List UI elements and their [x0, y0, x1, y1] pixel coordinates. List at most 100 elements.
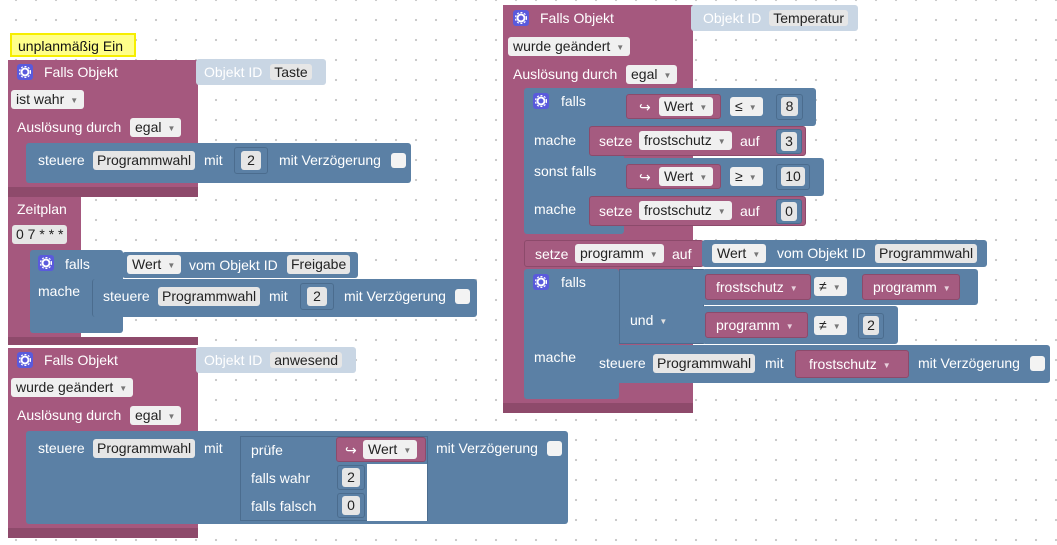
object-id-value[interactable]: Freigabe [287, 255, 351, 274]
value-dropdown[interactable]: Wert▼ [363, 440, 418, 459]
delay-checkbox[interactable] [391, 153, 406, 168]
logic-block[interactable]: und▼ [619, 269, 704, 344]
gear-icon[interactable] [17, 352, 33, 368]
ausloesung-dropdown[interactable]: egal▼ [130, 406, 182, 425]
gear-icon[interactable] [17, 64, 33, 80]
set-value[interactable]: 0 [781, 202, 797, 221]
chevron-down-icon: ▼ [403, 446, 412, 455]
gear-icon[interactable] [513, 10, 529, 26]
get-variable-block[interactable]: ↪ Wert▼ [626, 94, 721, 119]
condition-dropdown[interactable]: ist wahr▼ [11, 90, 85, 109]
do-label: mache [534, 349, 577, 365]
control-label: steuere [38, 152, 85, 168]
compare-value[interactable]: 2 [863, 316, 879, 335]
return-arrow-icon: ↪ [345, 442, 357, 458]
control-value[interactable]: 2 [307, 287, 327, 306]
get-variable-block[interactable]: frostschutz▼ [795, 350, 909, 378]
value-dropdown[interactable]: Wert▼ [659, 167, 714, 186]
value-dropdown[interactable]: Wert▼ [712, 244, 767, 263]
true-value[interactable]: 2 [342, 468, 360, 487]
get-variable-block[interactable]: programm▼ [705, 312, 808, 338]
set-label: setze [599, 203, 633, 219]
value-dropdown[interactable]: Wert▼ [127, 255, 182, 274]
value-slot: 3 [776, 129, 802, 154]
delay-checkbox[interactable] [547, 441, 562, 456]
block-bottom-bar [503, 403, 693, 413]
operator-dropdown[interactable]: ≠▼ [814, 316, 847, 335]
compare-value[interactable]: 8 [781, 97, 798, 116]
get-value-block[interactable]: Wert▼ vom Objekt ID Freigabe [122, 252, 358, 278]
variable-dropdown[interactable]: programm▼ [575, 244, 664, 263]
control-block[interactable]: steuere Programmwahl mit 2 mit Verzögeru… [92, 279, 477, 317]
get-variable-block[interactable]: frostschutz▼ [705, 274, 811, 300]
control-target[interactable]: Programmwahl [653, 354, 756, 373]
false-value[interactable]: 0 [342, 496, 360, 515]
object-id-input-anwesend[interactable]: Objekt ID anwesend [196, 347, 356, 373]
auf-label: auf [672, 246, 692, 262]
chevron-down-icon: ▼ [70, 96, 79, 105]
control-label: steuere [599, 355, 646, 371]
condition-dropdown[interactable]: wurde geändert▼ [11, 378, 134, 397]
delay-checkbox[interactable] [455, 289, 470, 304]
control-target[interactable]: Programmwahl [158, 287, 261, 306]
operator-dropdown[interactable]: ≤▼ [730, 97, 763, 116]
control-label: steuere [38, 440, 85, 456]
compare-block-3[interactable]: frostschutz▼ ≠▼ programm▼ [702, 269, 978, 305]
compare-block-4[interactable]: programm▼ ≠▼ 2 [702, 306, 898, 344]
variable-dropdown[interactable]: frostschutz▼ [711, 278, 804, 297]
variable-dropdown[interactable]: programm▼ [711, 316, 800, 335]
block-title: Falls Objekt [44, 64, 118, 80]
check-label: prüfe [251, 442, 283, 458]
get-variable-block[interactable]: programm▼ [862, 274, 960, 300]
control-target[interactable]: Programmwahl [93, 439, 196, 458]
cron-field[interactable]: 0 7 * * * [12, 225, 68, 244]
set-variable-block[interactable]: setze frostschutz▼ auf 3 [589, 126, 806, 156]
get-value-block[interactable]: Wert▼ vom Objekt ID Programmwahl [702, 240, 987, 267]
ausloesung-dropdown[interactable]: egal▼ [626, 65, 678, 84]
condition-dropdown[interactable]: wurde geändert▼ [508, 37, 631, 56]
auf-label: auf [740, 203, 760, 219]
variable-dropdown[interactable]: frostschutz▼ [639, 201, 732, 220]
logic-dropdown[interactable]: und▼ [625, 311, 674, 330]
chevron-down-icon: ▼ [699, 173, 708, 182]
object-id-value[interactable]: anwesend [270, 352, 343, 368]
object-id-input-taste[interactable]: Objekt ID Taste [196, 59, 326, 85]
value-slot: 0 [776, 199, 802, 224]
compare-block-2[interactable]: ↪ Wert▼ ≥▼ 10 [620, 158, 824, 196]
compare-value[interactable]: 10 [781, 167, 805, 186]
set-label: setze [599, 133, 633, 149]
delay-checkbox[interactable] [1030, 356, 1045, 371]
if-block-2[interactable]: falls mache [524, 269, 619, 399]
set-variable-block[interactable]: setze frostschutz▼ auf 0 [589, 196, 806, 226]
delay-label: mit Verzögerung [918, 355, 1020, 371]
object-id-value[interactable]: Programmwahl [875, 244, 978, 263]
chevron-down-icon: ▼ [789, 284, 798, 293]
object-id-input-temperatur[interactable]: Objekt ID Temperatur [691, 5, 858, 31]
set-variable-block-programm[interactable]: setze programm▼ auf [524, 240, 704, 267]
set-value[interactable]: 3 [781, 132, 797, 151]
chevron-down-icon: ▼ [167, 124, 176, 133]
compare-block-1[interactable]: ↪ Wert▼ ≤▼ 8 [620, 88, 816, 126]
variable-dropdown[interactable]: programm▼ [868, 278, 957, 297]
ternary-empty-area [367, 464, 427, 521]
ausloesung-dropdown[interactable]: egal▼ [130, 118, 182, 137]
object-id-value[interactable]: Taste [270, 64, 312, 80]
control-block[interactable]: steuere Programmwahl mit 2 mit Verzögeru… [26, 143, 411, 183]
gear-icon[interactable] [533, 274, 549, 290]
ternary-block[interactable]: prüfe falls wahr falls falsch [240, 436, 428, 521]
get-variable-block[interactable]: ↪ Wert▼ [626, 164, 721, 189]
gear-icon[interactable] [38, 255, 54, 271]
operator-dropdown[interactable]: ≠▼ [814, 277, 847, 296]
gear-icon[interactable] [533, 93, 549, 109]
variable-dropdown[interactable]: frostschutz▼ [639, 131, 732, 150]
object-id-value[interactable]: Temperatur [769, 10, 849, 26]
control-target[interactable]: Programmwahl [93, 151, 196, 170]
operator-dropdown[interactable]: ≥▼ [730, 167, 763, 186]
value-slot: 8 [776, 94, 803, 120]
comment-note[interactable]: unplanmäßig Ein [10, 33, 136, 57]
variable-dropdown[interactable]: frostschutz▼ [804, 355, 897, 374]
get-variable-block[interactable]: ↪ Wert▼ [336, 437, 426, 462]
value-dropdown[interactable]: Wert▼ [659, 97, 714, 116]
control-value[interactable]: 2 [241, 151, 261, 170]
control-block[interactable]: steuere Programmwahl mit frostschutz▼ mi… [589, 345, 1050, 383]
